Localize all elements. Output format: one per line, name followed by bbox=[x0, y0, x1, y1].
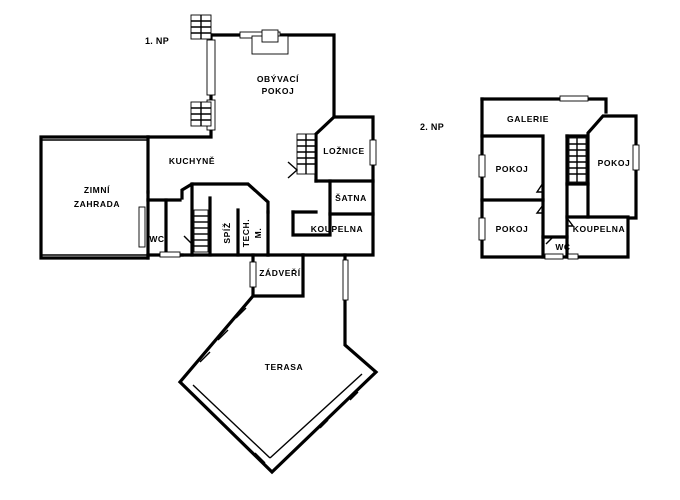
room-label-room-left-top: POKOJ bbox=[496, 164, 529, 174]
room-label-bathroom: KOUPELNA bbox=[311, 224, 364, 234]
ground-floor-label: 1. NP bbox=[145, 36, 169, 46]
room-label-winter-garden: ZIMNÍ bbox=[84, 185, 110, 195]
room-label-upper-bathroom: KOUPELNA bbox=[573, 224, 626, 234]
room-label-gallery: GALERIE bbox=[507, 114, 549, 124]
room-label-bedroom: LOŽNICE bbox=[323, 145, 365, 156]
upper-floor-label: 2. NP bbox=[420, 122, 444, 132]
ground-floor-plan: 1. NP OBÝVACÍ POKOJ KUCHYNĚ ZIMNÍ ZAHRAD… bbox=[39, 14, 379, 475]
ground-stairs-icon bbox=[183, 14, 316, 253]
room-label-upper-wc: WC bbox=[555, 242, 570, 252]
room-label-winter-garden-line2: ZAHRADA bbox=[74, 199, 120, 209]
upper-windows bbox=[478, 95, 640, 260]
room-label-kitchen: KUCHYNĚ bbox=[169, 155, 215, 166]
ground-windows bbox=[138, 31, 377, 464]
upper-floor-plan: 2. NP GALERIE POKOJ POKOJ POKOJ KOUPELNA… bbox=[420, 95, 640, 260]
terrace-walls bbox=[177, 253, 379, 475]
room-label-living-room: OBÝVACÍ bbox=[257, 73, 299, 84]
room-label-room-right: POKOJ bbox=[598, 158, 631, 168]
winter-garden-walls bbox=[39, 135, 150, 260]
upper-stairs-icon bbox=[568, 137, 587, 183]
room-label-wc: WC bbox=[149, 234, 164, 244]
room-label-closet: ŠATNA bbox=[335, 192, 367, 203]
room-label-technical-room: TECH. bbox=[241, 219, 251, 248]
room-label-technical-room-line2: M. bbox=[253, 228, 263, 239]
room-label-pantry: SPÍŽ bbox=[221, 222, 232, 243]
fireplace-icon bbox=[251, 29, 289, 55]
room-label-room-left-bottom: POKOJ bbox=[496, 224, 529, 234]
house-walls bbox=[146, 33, 375, 260]
room-label-vestibule: ZÁDVEŘÍ bbox=[259, 267, 301, 278]
room-label-living-room-line2: POKOJ bbox=[262, 86, 295, 96]
upper-doors-icon bbox=[535, 182, 575, 245]
room-label-terrace: TERASA bbox=[265, 362, 304, 372]
